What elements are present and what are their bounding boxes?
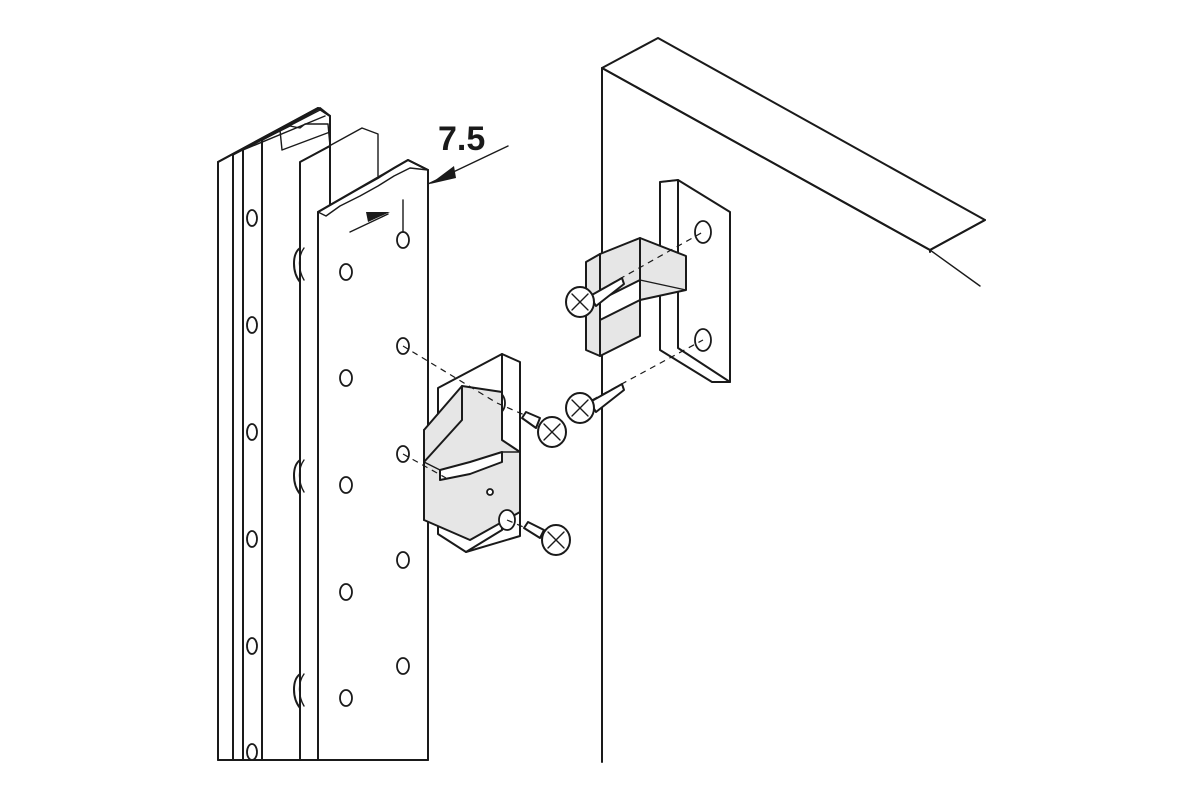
cabinet-side-panel — [601, 37, 986, 763]
screw-2 — [523, 521, 571, 556]
dimension-value: 7.5 — [438, 120, 485, 158]
profile-back-holes — [246, 209, 258, 761]
profile-mounting-bracket — [423, 353, 521, 553]
aluminium-upright-profile — [217, 107, 429, 761]
screw-1 — [521, 411, 567, 448]
screw-4 — [565, 383, 625, 424]
screw-3 — [565, 277, 625, 318]
dimension-annotation: 7.5 — [349, 120, 509, 233]
profile-side-slots — [293, 247, 305, 709]
panel-mounting-bracket — [585, 179, 731, 383]
